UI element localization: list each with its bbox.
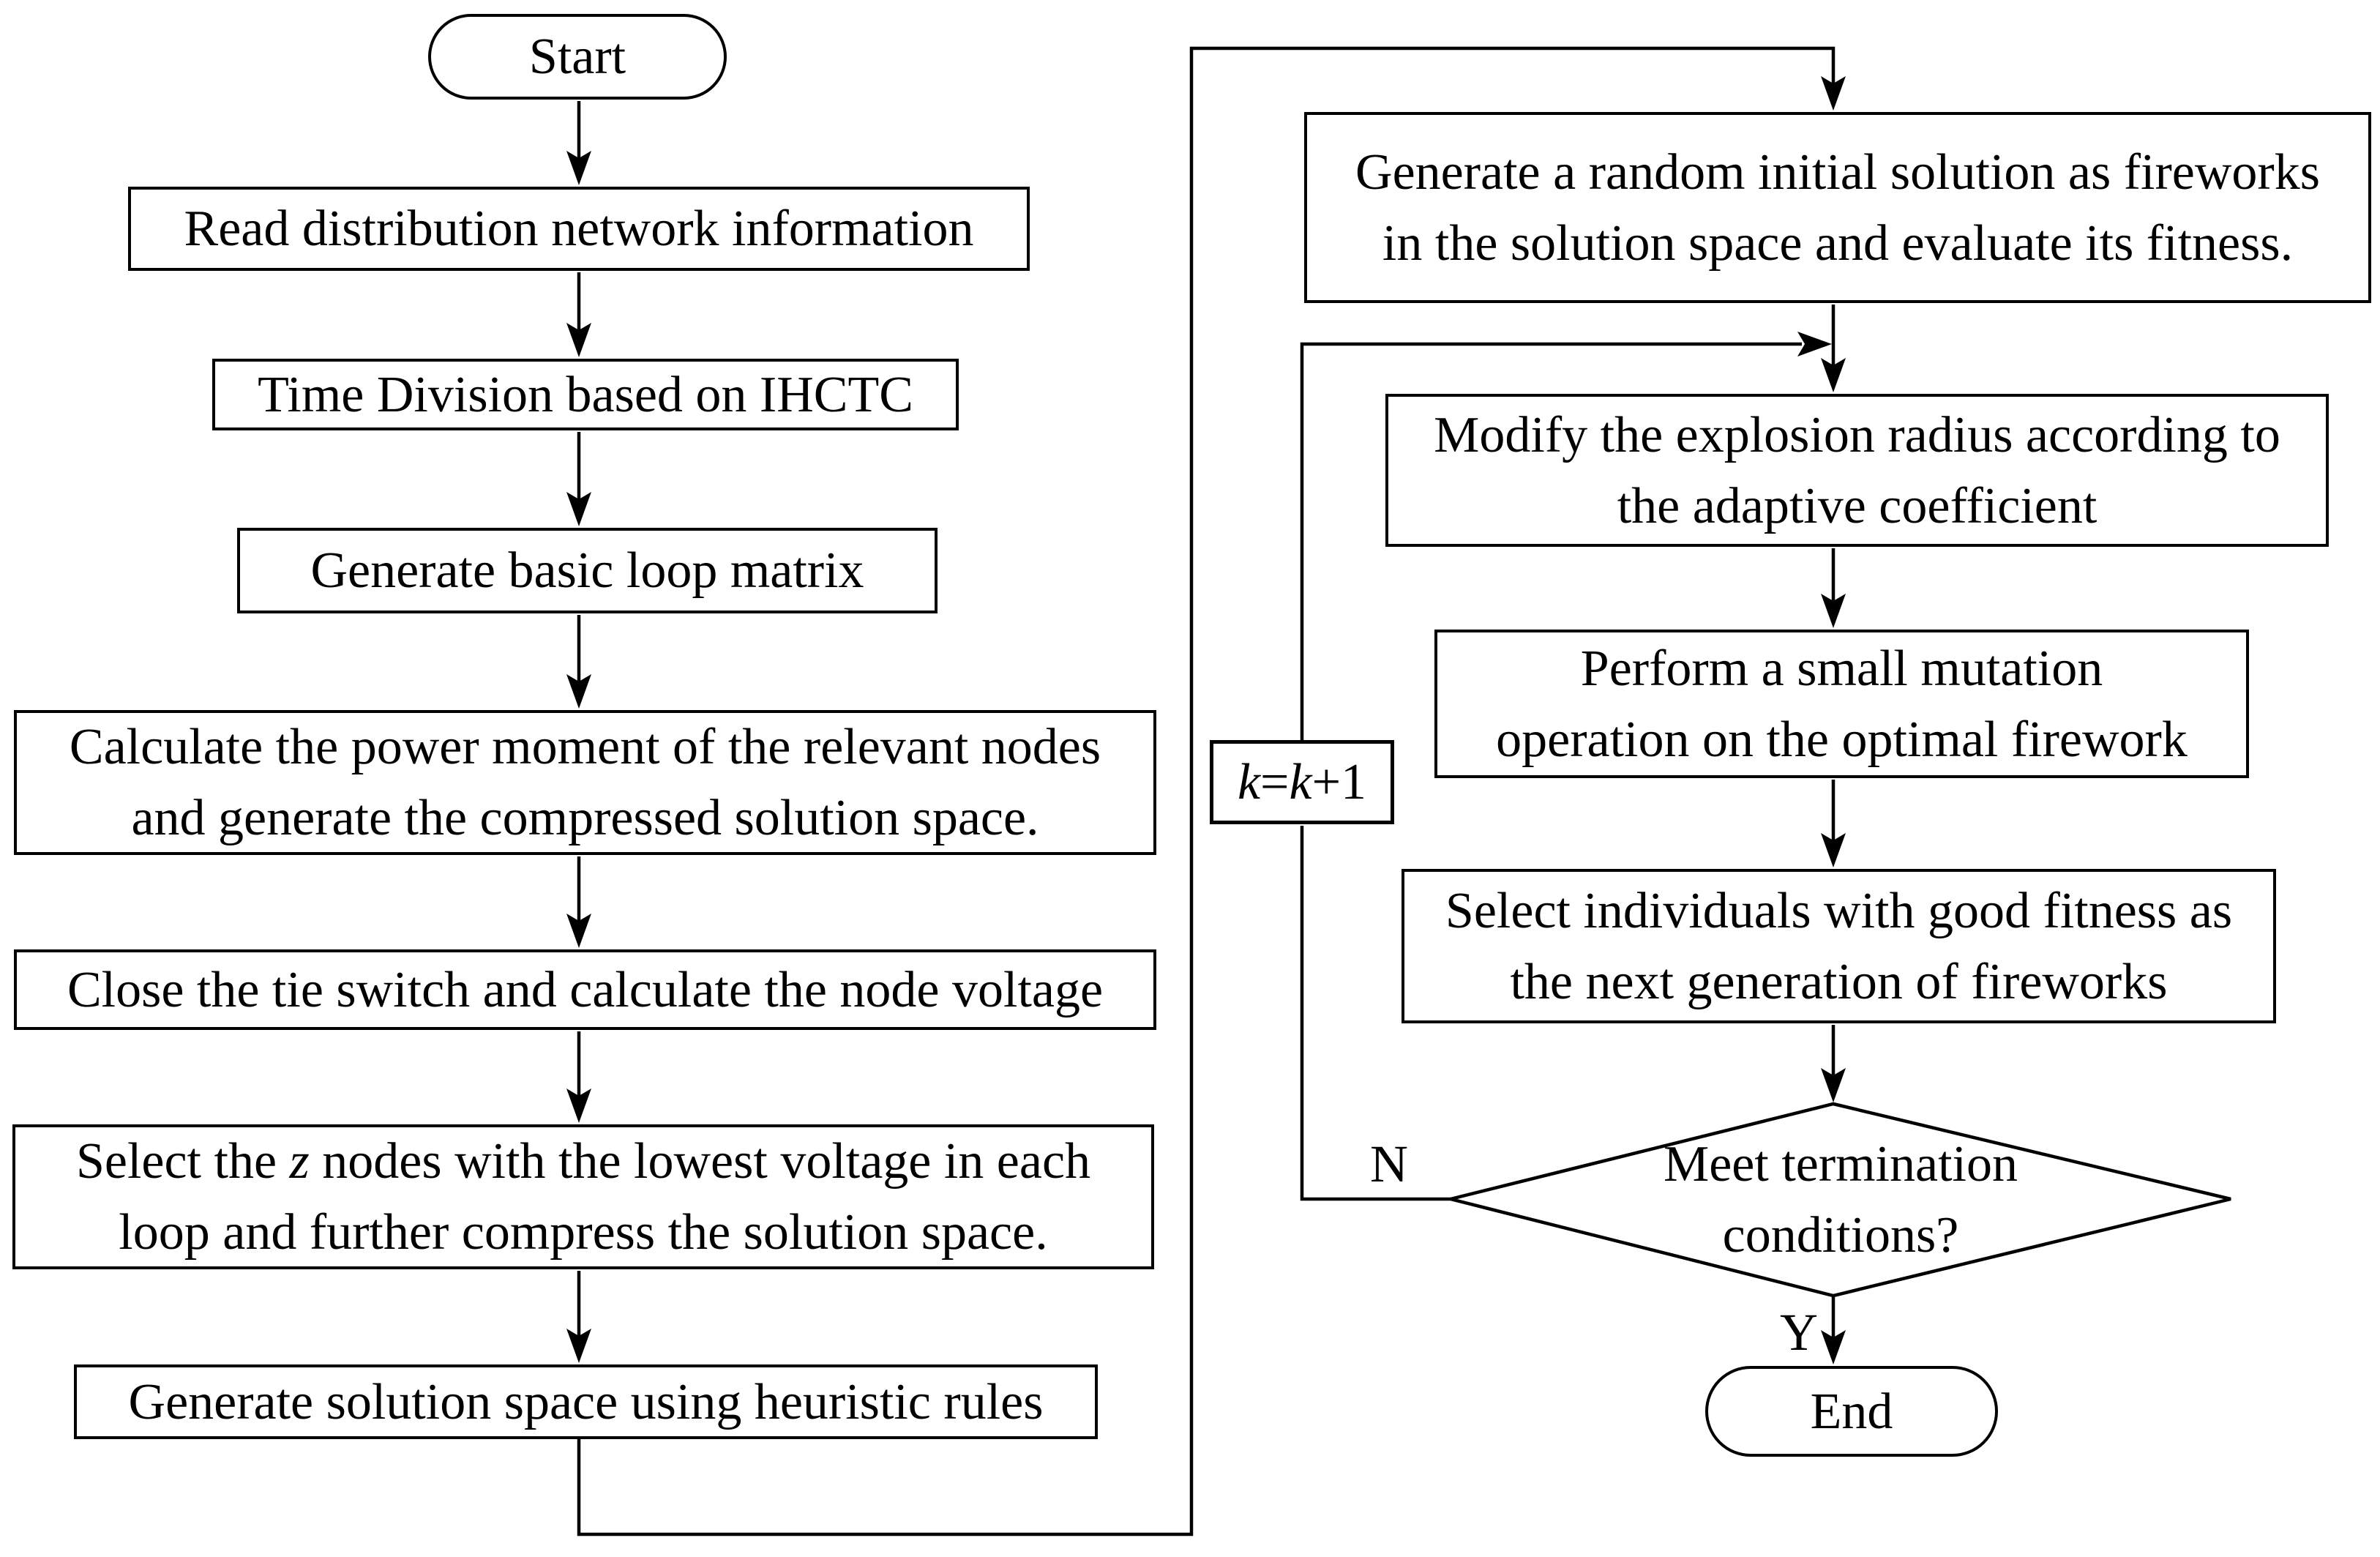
process-select-individuals: Select individuals with good fitness as … <box>1402 869 2276 1023</box>
decision-text-line1: Meet termination <box>1663 1136 2018 1192</box>
arrowhead-read <box>566 151 591 185</box>
start-label: Start <box>528 29 626 85</box>
arrowhead-perform <box>1821 594 1846 628</box>
arrowhead-end <box>1821 1330 1846 1364</box>
yes-label-text: Y <box>1780 1302 1818 1362</box>
process-text: Close the tie switch and calculate the n… <box>67 961 1104 1018</box>
arrowhead-time <box>566 323 591 357</box>
arrowhead-selectz <box>566 1089 591 1123</box>
process-calculate-power-moment: Calculate the power moment of the releva… <box>14 710 1156 855</box>
increment-k-text: k=k+1 <box>1238 747 1366 818</box>
terminator-start: Start <box>428 14 727 100</box>
edge-gensol-to-genrandom <box>577 46 1835 1537</box>
process-text: Generate basic loop matrix <box>310 542 864 599</box>
process-text-line2: in the solution space and evaluate its f… <box>1382 214 2294 272</box>
process-text-line1: Select the z nodes with the lowest volta… <box>76 1126 1090 1197</box>
arrowhead-junction <box>1797 332 1832 356</box>
no-label-text: N <box>1370 1134 1408 1193</box>
process-text-line2: operation on the optimal firework <box>1496 711 2188 768</box>
process-mutation-operation: Perform a small mutation operation on th… <box>1434 630 2249 778</box>
process-generate-random-solution: Generate a random initial solution as fi… <box>1304 112 2371 303</box>
branch-label-yes: Y <box>1762 1299 1835 1365</box>
process-generate-solution-space: Generate solution space using heuristic … <box>74 1364 1098 1439</box>
process-text-line1: Modify the explosion radius according to <box>1434 406 2280 463</box>
process-text-line2: the next generation of fireworks <box>1510 953 2168 1010</box>
process-text-line1: Calculate the power moment of the releva… <box>69 719 1101 775</box>
k-variable-2: k <box>1289 754 1312 810</box>
end-label: End <box>1810 1383 1893 1440</box>
process-text: Time Division based on IHCTC <box>258 366 913 423</box>
process-text-line1: Perform a small mutation <box>1580 640 2103 697</box>
edge-decision-to-kupdate <box>1300 826 1451 1201</box>
decision-text-line2: conditions? <box>1722 1207 1959 1263</box>
process-read-network-info: Read distribution network information <box>128 187 1030 271</box>
process-text: Generate solution space using heuristic … <box>128 1373 1044 1430</box>
equals-sign: = <box>1260 754 1290 810</box>
process-modify-explosion-radius: Modify the explosion radius according to… <box>1385 394 2329 547</box>
decision-termination: Meet termination conditions? <box>1475 1127 2207 1273</box>
process-text-line1: Generate a random initial solution as fi… <box>1355 143 2320 201</box>
arrowhead-selectind <box>1821 833 1846 867</box>
process-text-line1: Select individuals with good fitness as <box>1445 882 2233 939</box>
plus-one: +1 <box>1311 754 1367 810</box>
process-increment-k: k=k+1 <box>1210 740 1394 824</box>
arrowhead-genrandom <box>1821 76 1846 111</box>
edge-kupdate-to-junction <box>1300 342 1802 740</box>
process-text-line2: and generate the compressed solution spa… <box>131 790 1039 846</box>
arrowhead-calc <box>566 674 591 709</box>
branch-label-no: N <box>1352 1131 1426 1197</box>
process-text: Read distribution network information <box>184 201 974 257</box>
process-time-division: Time Division based on IHCTC <box>212 359 959 430</box>
k-variable-1: k <box>1237 754 1261 810</box>
process-close-tie-switch: Close the tie switch and calculate the n… <box>14 949 1156 1030</box>
arrowhead-modify <box>1821 358 1846 392</box>
process-select-z-nodes: Select the z nodes with the lowest volta… <box>12 1124 1154 1269</box>
select-z-variable: z <box>289 1133 310 1190</box>
arrowhead-decision <box>1821 1068 1846 1102</box>
process-text-line2: the adaptive coefficient <box>1617 477 2098 534</box>
arrowhead-close <box>566 914 591 948</box>
terminator-end: End <box>1705 1366 1998 1457</box>
arrowhead-gensol <box>566 1329 591 1363</box>
select-z-pre: Select the <box>75 1133 290 1190</box>
arrowhead-genloop <box>566 492 591 526</box>
process-text-line2: loop and further compress the solution s… <box>119 1204 1048 1261</box>
decision-diamond-shape <box>1450 1102 2231 1298</box>
select-z-post: nodes with the lowest voltage in each <box>309 1133 1091 1190</box>
process-generate-loop-matrix: Generate basic loop matrix <box>237 528 938 613</box>
